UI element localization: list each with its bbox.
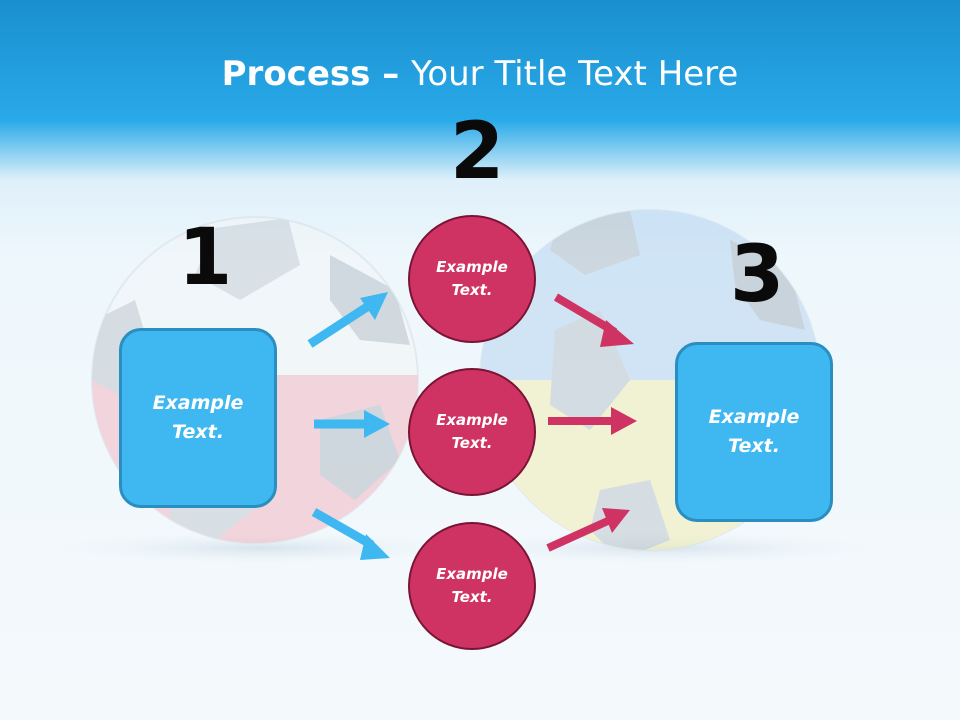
circle-middle-text-line2: Text. [451,434,493,452]
circle-middle-text-line1: Example [436,411,508,429]
circle-bottom-text-line1: Example [436,565,508,583]
circle-top-text-line2: Text. [451,281,493,299]
title-separator: – [370,54,412,94]
circle-top-text-line1: Example [436,258,508,276]
title-bold: Process [221,54,371,94]
step-1-text: Example Text. [153,389,244,447]
step-1-box: Example Text. [119,328,277,508]
page-title: Process – Your Title Text Here [0,52,960,96]
arrow-to-bottom-circle [311,508,390,560]
step-1-text-line2: Text. [172,421,224,443]
circle-bottom-text-line2: Text. [451,588,493,606]
arrow-from-bottom-circle [546,508,630,552]
step-3-text-line2: Text. [728,435,780,457]
step-3-box: Example Text. [675,342,833,522]
step-2-circle-middle: Example Text. [408,368,536,496]
step-1-text-line1: Example [152,392,244,414]
arrow-from-top-circle [553,293,634,347]
step-2-circle-top: Example Text. [408,215,536,343]
arrow-to-top-circle [307,292,388,348]
arrow-from-middle-circle [548,407,637,435]
step-3-text-line1: Example [708,406,800,428]
title-rest: Your Title Text Here [411,54,739,94]
arrow-to-middle-circle [314,410,390,438]
step-number-1: 1 [178,213,233,303]
step-3-text: Example Text. [709,403,800,461]
step-2-circle-bottom: Example Text. [408,522,536,650]
step-number-2: 2 [450,107,505,197]
step-number-3: 3 [730,230,785,320]
